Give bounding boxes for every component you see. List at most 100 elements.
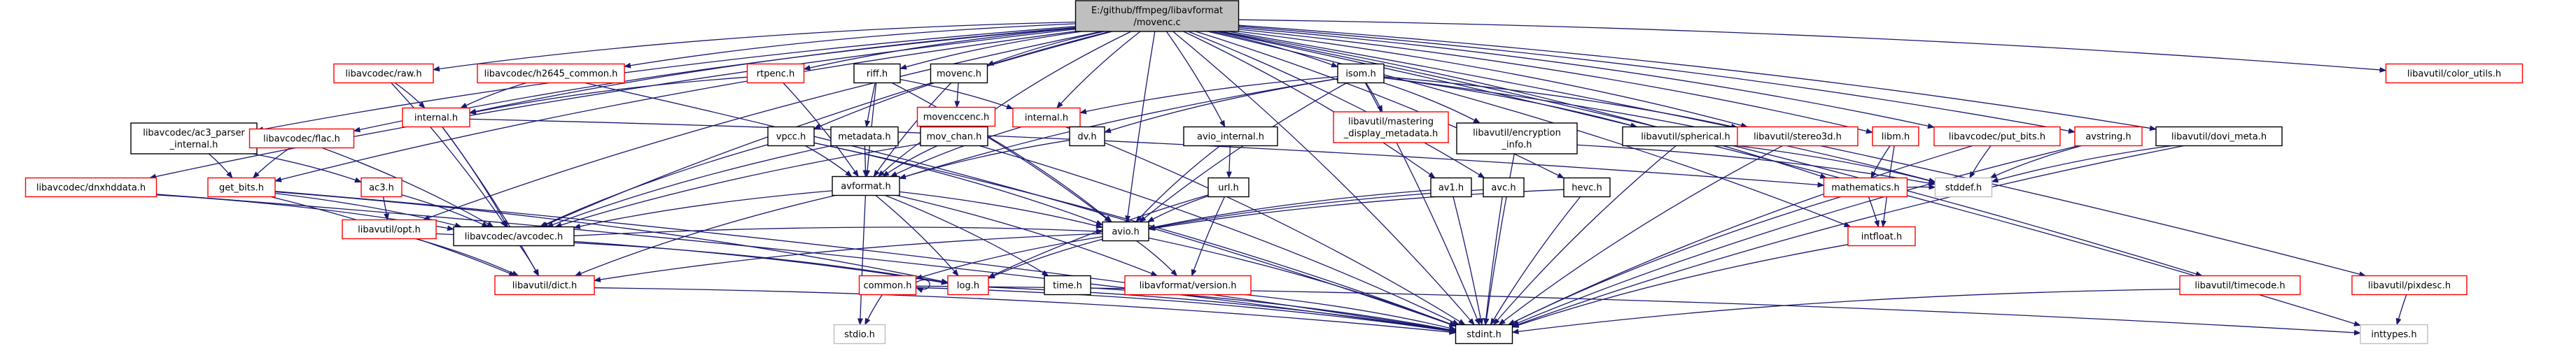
- node-getbits[interactable]: get_bits.h: [207, 177, 276, 198]
- edge-avformat-to-timeh: [885, 194, 1049, 277]
- node-version[interactable]: libavformat/version.h: [1124, 275, 1252, 296]
- node-avioint[interactable]: avio_internal.h: [1183, 126, 1278, 147]
- node-intfloat[interactable]: intfloat.h: [1847, 226, 1916, 247]
- edge-pixdesc-to-inttypes: [2395, 294, 2407, 326]
- node-label: libavutil/spherical.h: [1641, 132, 1730, 143]
- node-box: [746, 63, 805, 84]
- node-movenc[interactable]: movenc.h: [930, 63, 988, 84]
- node-urlh[interactable]: url.h: [1208, 177, 1250, 198]
- node-opt[interactable]: libavutil/opt.h: [342, 219, 437, 240]
- edge-root-to-avch: [1188, 31, 1485, 179]
- node-dict[interactable]: libavutil/dict.h: [494, 275, 595, 296]
- edge-avformat-to-logh: [875, 194, 959, 277]
- node-avio[interactable]: avio.h: [1102, 221, 1149, 242]
- node-box: [1333, 111, 1449, 143]
- node-riff[interactable]: riff.h: [853, 63, 901, 84]
- node-internal2[interactable]: internal.h: [1012, 107, 1081, 128]
- node-avflac[interactable]: libavcodec/flac.h: [248, 128, 355, 149]
- edge-isom-to-spherical: [1383, 77, 1638, 128]
- node-box: [1934, 177, 1993, 198]
- node-ac3p[interactable]: libavcodec/ac3_parser_internal.h: [130, 122, 258, 154]
- node-mastering[interactable]: libavutil/mastering_display_metadata.h: [1333, 111, 1449, 143]
- node-colorutils[interactable]: libavutil/color_utils.h: [2385, 63, 2524, 84]
- edge-isom-to-avio: [1139, 82, 1348, 223]
- edge-mathematics-to-stddef: [1907, 184, 1936, 190]
- node-timeh[interactable]: time.h: [1044, 275, 1091, 296]
- node-movchan[interactable]: mov_chan.h: [920, 126, 988, 147]
- edge-intfloat-to-stdint: [1511, 244, 1849, 328]
- node-label: libavutil/timecode.h: [2194, 281, 2285, 291]
- node-stereo3d[interactable]: libavutil/stereo3d.h: [1737, 126, 1858, 147]
- node-label: libavcodec/avcodec.h: [465, 232, 564, 243]
- node-label: av1.h: [1438, 183, 1464, 194]
- edge-common-to-stdint: [916, 287, 1457, 334]
- node-pixdesc[interactable]: libavutil/pixdesc.h: [2351, 275, 2468, 296]
- node-box: [494, 275, 595, 296]
- node-label: libavutil/pixdesc.h: [2368, 281, 2451, 291]
- edge-riff-to-avio: [891, 82, 1112, 223]
- node-label: libavcodec/flac.h: [263, 134, 340, 145]
- node-isom[interactable]: isom.h: [1337, 63, 1385, 84]
- node-box: [1933, 126, 2061, 147]
- node-spherical[interactable]: libavutil/spherical.h: [1622, 126, 1749, 147]
- edge-root-to-dnxhd: [148, 29, 1076, 180]
- node-root: E:/github/ffmpeg/libavformat/movenc.c: [1074, 0, 1240, 32]
- edge-root-to-hevc: [1195, 31, 1564, 179]
- edge-root-to-avioint: [1166, 31, 1226, 128]
- node-dvh[interactable]: dv.h: [1069, 126, 1105, 147]
- node-hevc[interactable]: hevc.h: [1563, 177, 1611, 198]
- node-encinfo[interactable]: libavutil/encryption_info.h: [1456, 122, 1578, 154]
- edge-root-to-libm: [1238, 29, 1873, 134]
- edge-getbits-to-avcodec: [274, 192, 462, 229]
- node-label: movenc.h: [937, 69, 981, 80]
- node-vpcc[interactable]: vpcc.h: [767, 126, 815, 147]
- node-label: libavcodec/raw.h: [345, 69, 421, 80]
- node-label: _info.h: [1501, 140, 1532, 150]
- node-label: log.h: [957, 281, 979, 291]
- node-av1[interactable]: av1.h: [1430, 177, 1472, 198]
- node-box: [1012, 107, 1081, 128]
- edge-spherical-to-stddef: [1737, 145, 1936, 184]
- edge-internal2-to-avformat: [890, 126, 1022, 178]
- node-avformat[interactable]: avformat.h: [832, 175, 900, 196]
- node-dnxhd[interactable]: libavcodec/dnxhddata.h: [24, 177, 158, 198]
- node-avch[interactable]: avc.h: [1483, 177, 1525, 198]
- node-label: /movenc.c: [1133, 17, 1180, 28]
- node-label: libavutil/stereo3d.h: [1754, 132, 1842, 143]
- node-avstring[interactable]: avstring.h: [2074, 126, 2143, 147]
- node-common[interactable]: common.h: [858, 275, 917, 296]
- node-libm[interactable]: libm.h: [1872, 126, 1919, 147]
- node-box: [920, 126, 988, 147]
- edge-av1-to-avio: [1148, 189, 1432, 230]
- node-box: [1208, 177, 1250, 198]
- node-avcodec[interactable]: libavcodec/avcodec.h: [453, 226, 575, 247]
- node-logh[interactable]: log.h: [947, 275, 989, 296]
- node-stdint[interactable]: stdint.h: [1455, 324, 1513, 345]
- node-label: libavutil/dict.h: [512, 281, 578, 291]
- edge-avraw-to-avcodec: [391, 82, 507, 228]
- edge-root-to-ac3p: [256, 26, 1076, 132]
- node-putbits[interactable]: libavcodec/put_bits.h: [1933, 126, 2061, 147]
- edge-metadata-to-avcodec: [546, 145, 832, 228]
- node-mathematics[interactable]: mathematics.h: [1823, 177, 1908, 198]
- edge-root-to-colorutils: [1238, 19, 2387, 73]
- node-metadata[interactable]: metadata.h: [830, 126, 899, 147]
- node-box: [2360, 324, 2428, 345]
- edge-putbits-to-stddef: [1969, 145, 1991, 179]
- node-timecode[interactable]: libavutil/timecode.h: [2179, 275, 2301, 296]
- node-movenccenc[interactable]: movenccenc.h: [916, 106, 996, 127]
- node-label: movenccenc.h: [923, 113, 990, 123]
- node-avraw[interactable]: libavcodec/raw.h: [333, 63, 434, 84]
- node-rtpenc[interactable]: rtpenc.h: [746, 63, 805, 84]
- node-dovi[interactable]: libavutil/dovi_meta.h: [2155, 126, 2283, 147]
- edge-avcodec-to-avio: [573, 226, 1103, 236]
- node-label: hevc.h: [1572, 183, 1602, 194]
- node-label: metadata.h: [838, 132, 890, 143]
- edge-avio-to-dict: [594, 233, 1103, 282]
- node-ac3h[interactable]: ac3.h: [360, 177, 402, 198]
- node-label: E:/github/ffmpeg/libavformat: [1091, 6, 1223, 16]
- node-box: [24, 177, 158, 198]
- edge-avio-to-common: [915, 236, 1103, 280]
- node-internal1[interactable]: internal.h: [402, 107, 470, 128]
- node-h2645[interactable]: libavcodec/h2645_common.h: [477, 63, 625, 84]
